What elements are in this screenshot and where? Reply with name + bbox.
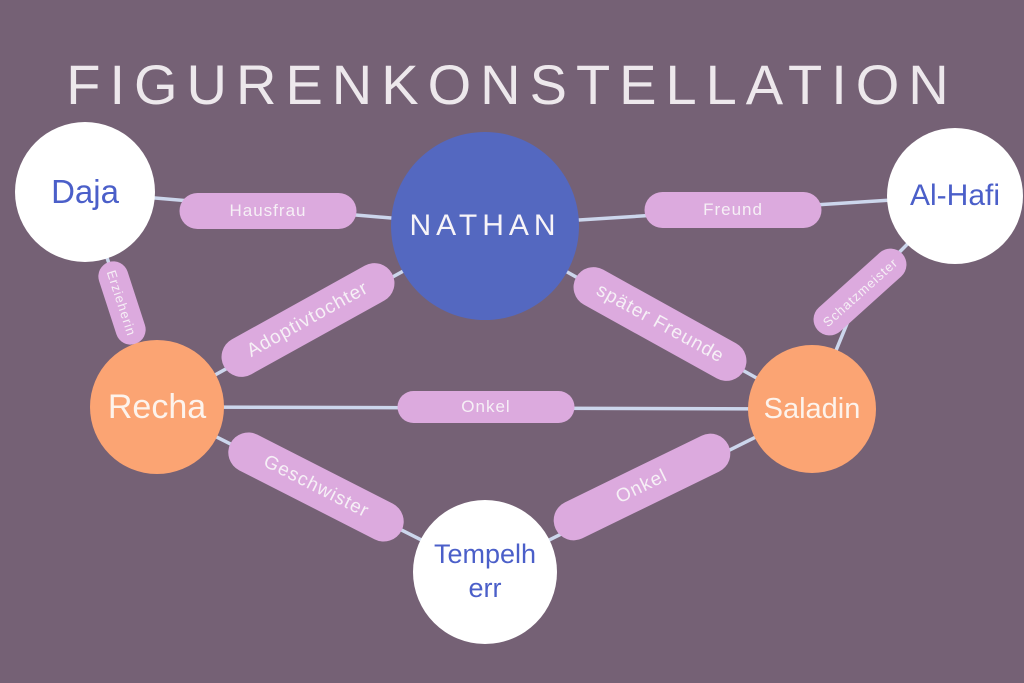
node-label: NATHAN xyxy=(409,209,561,243)
page-title: FIGURENKONSTELLATION xyxy=(66,53,958,116)
edge-label-onkel-middle: Onkel xyxy=(397,391,575,423)
node-tempelherr: Tempelherr xyxy=(413,500,557,644)
node-saladin: Saladin xyxy=(748,345,876,473)
node-al-hafi: Al-Hafi xyxy=(887,128,1023,264)
edge-label-text: Hausfrau xyxy=(229,201,307,220)
node-label: Recha xyxy=(107,387,207,426)
edge-label-text: Onkel xyxy=(461,397,511,416)
node-label: Saladin xyxy=(763,392,861,425)
node-daja: Daja xyxy=(15,122,155,262)
node-label: Daja xyxy=(51,173,119,211)
node-label: Tempelherr xyxy=(433,539,537,603)
edge-label-hausfrau: Hausfrau xyxy=(179,193,357,229)
node-recha: Recha xyxy=(90,340,224,474)
edge-label-text: Freund xyxy=(703,200,763,219)
node-label: Al-Hafi xyxy=(909,179,1000,213)
edge-label-freund: Freund xyxy=(644,192,822,228)
node-nathan: NATHAN xyxy=(391,132,579,320)
